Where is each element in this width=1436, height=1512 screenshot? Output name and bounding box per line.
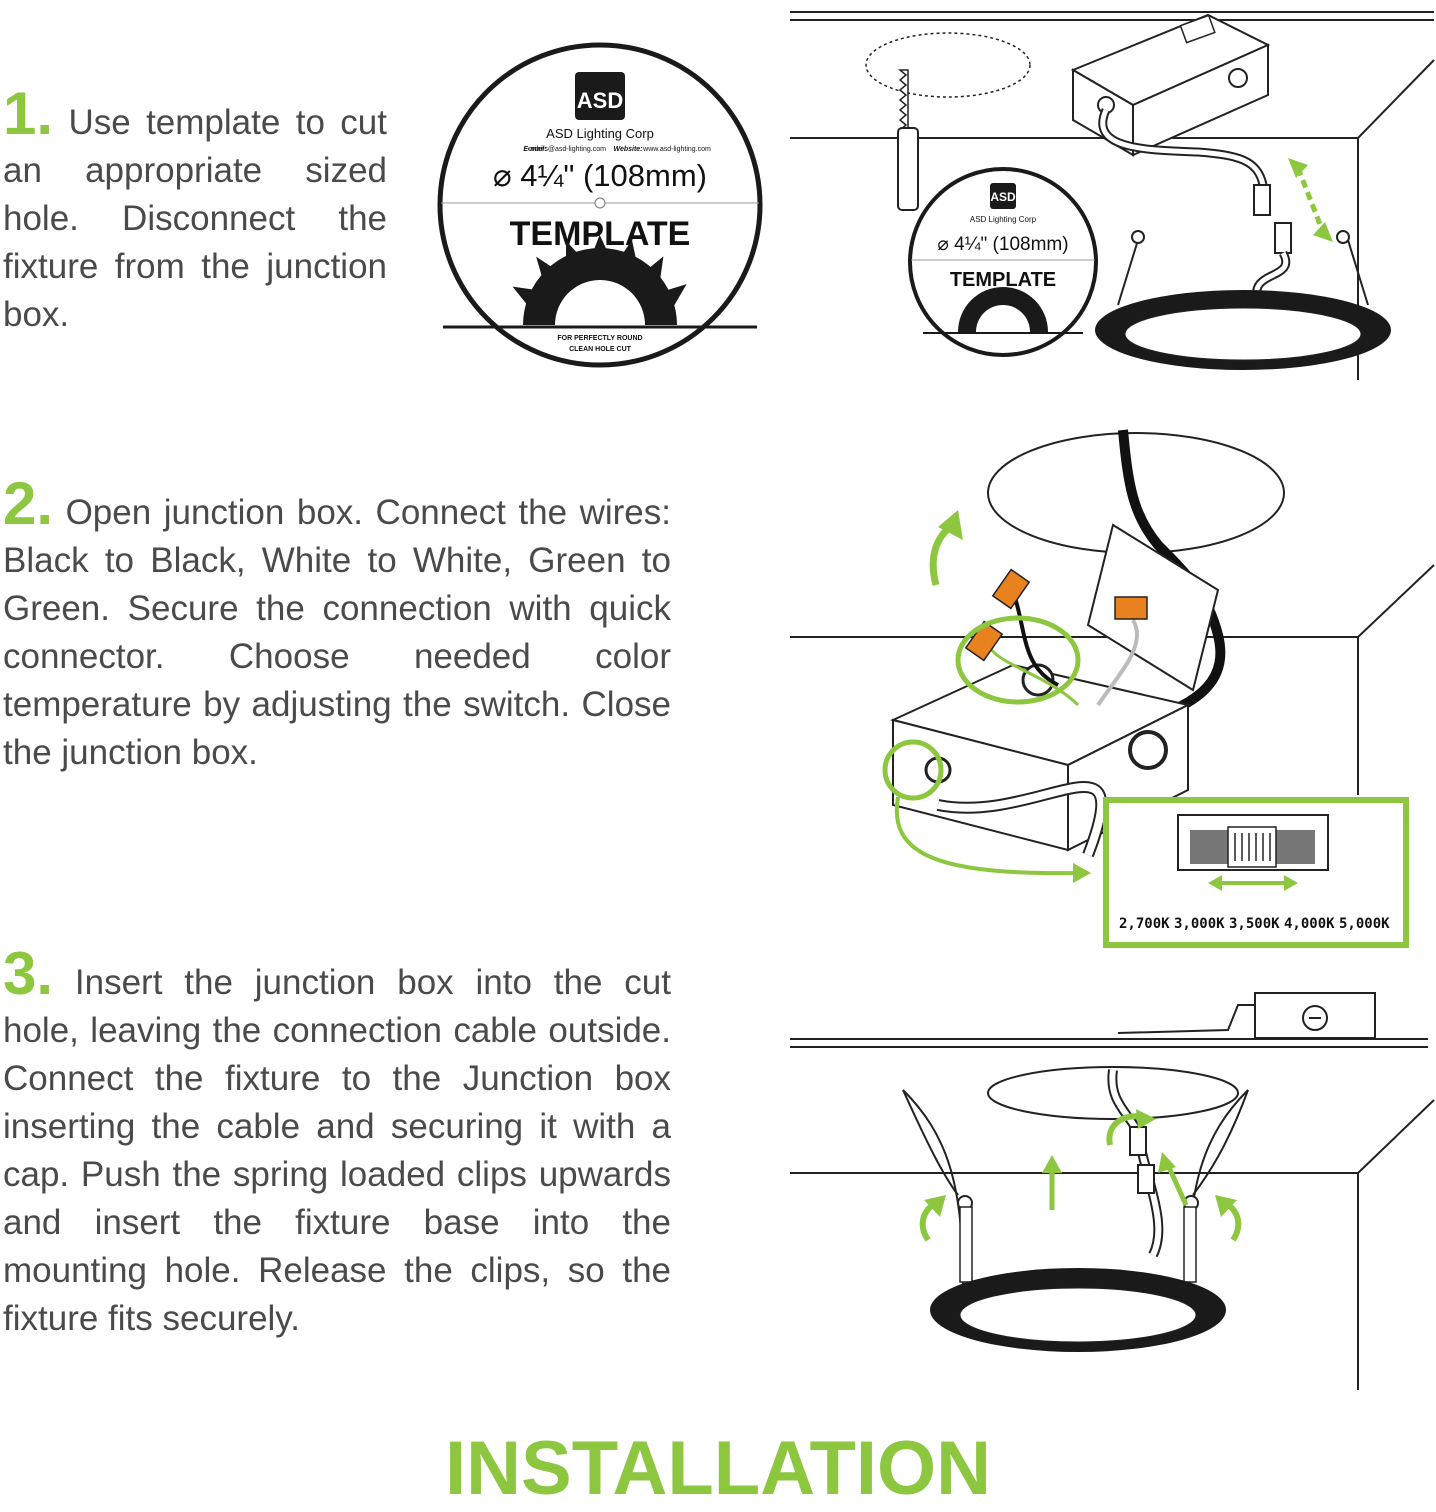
step-3-number: 3. <box>3 940 54 1007</box>
step-3-text: Insert the junction box into the cut hol… <box>3 963 671 1338</box>
step-2-instructions: 2. Open junction box. Connect the wires:… <box>3 474 671 777</box>
diameter-label: ⌀ 4¼" (108mm) <box>493 158 707 193</box>
asd-logo-mark <box>575 72 625 120</box>
step-3-install-illustration <box>790 992 1435 1390</box>
curved-arrow-icon <box>929 510 963 586</box>
step-1-text: Use template to cut an appropriate sized… <box>3 103 387 334</box>
step-2-number: 2. <box>3 470 54 537</box>
svg-text:ASD Lighting Corp: ASD Lighting Corp <box>970 215 1037 224</box>
slide-arrow-icon <box>1208 875 1298 891</box>
logo-text: ASD <box>577 88 623 113</box>
double-arrow-icon <box>1288 158 1333 242</box>
email-label: E-mail: <box>523 146 546 153</box>
up-arrow-icons <box>919 1109 1242 1242</box>
step-3-instructions: 3. Insert the junction box into the cut … <box>3 944 671 1343</box>
color-temp-2: 3,000K <box>1174 916 1225 932</box>
quick-connector-icon <box>964 568 1148 662</box>
template-footer-1: FOR PERFECTLY ROUND <box>557 335 642 342</box>
fixture-icon <box>1095 230 1391 370</box>
step-1-instructions: 1. Use template to cut an appropriate si… <box>3 84 387 339</box>
website-value: www.asd-lighting.com <box>642 146 711 153</box>
page-title: INSTALLATION <box>445 1426 991 1511</box>
saw-blade-icon <box>512 234 687 325</box>
template-footer-2: CLEAN HOLE CUT <box>569 346 632 353</box>
svg-text:ASD: ASD <box>990 190 1016 204</box>
website-label: Website: <box>613 146 642 153</box>
step-1-ceiling-illustration: ASD ASD Lighting Corp ⌀ 4¼" (108mm) TEMP… <box>790 11 1435 380</box>
step-2-wiring-illustration: 2,700K 3,000K 3,500K 4,000K 5,000K <box>790 429 1435 948</box>
saw-icon <box>897 69 919 211</box>
color-temp-3: 3,500K <box>1229 916 1280 932</box>
email-value: orders@asd-lighting.com <box>528 146 606 153</box>
color-temp-4: 4,000K <box>1284 916 1335 932</box>
small-template-icon: ASD ASD Lighting Corp ⌀ 4¼" (108mm) TEMP… <box>908 167 1098 357</box>
color-temp-5: 5,000K <box>1339 916 1390 932</box>
hole-template-illustration: ASD ASD Lighting Corp E-mail: orders@asd… <box>437 42 763 368</box>
junction-box-icon <box>1117 992 1376 1039</box>
switch-highlight <box>882 739 944 801</box>
svg-text:TEMPLATE: TEMPLATE <box>950 269 1056 291</box>
step-2-text: Open junction box. Connect the wires: Bl… <box>3 493 671 772</box>
svg-text:⌀ 4¼" (108mm): ⌀ 4¼" (108mm) <box>937 234 1068 255</box>
color-temp-1: 2,700K <box>1119 916 1170 932</box>
company-name: ASD Lighting Corp <box>546 126 654 141</box>
step-1-number: 1. <box>3 80 54 147</box>
cut-outline <box>865 32 1031 98</box>
wire-highlight <box>955 615 1081 705</box>
switch-slider <box>1227 826 1277 868</box>
